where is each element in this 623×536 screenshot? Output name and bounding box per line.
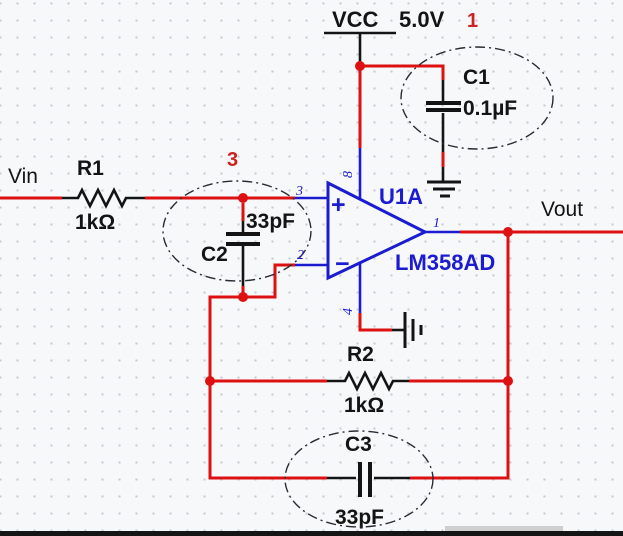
capacitor-c2[interactable]: 33pF C2 (201, 210, 295, 286)
junction-output (503, 227, 513, 237)
capacitor-c3-value: 33pF (335, 506, 384, 529)
capacitor-c1[interactable]: C1 0.1µF (426, 66, 517, 152)
capacitor-c3-ref: C3 (345, 433, 372, 456)
vout-net-label: Vout (541, 198, 583, 221)
pin4-number: 4 (341, 308, 356, 315)
vcc-net-label: VCC (332, 7, 379, 32)
capacitor-c3[interactable]: C3 33pF (327, 433, 410, 529)
opamp-plus-sign: + (331, 191, 346, 219)
wire-pin4-to-ground[interactable] (358, 313, 392, 332)
callout-ellipse-c2 (162, 180, 312, 282)
ground-symbol-c1[interactable] (427, 167, 461, 198)
wire-feedback-left (208, 295, 327, 480)
pin8-number: 8 (341, 171, 356, 178)
wire-step-to-pin2 (243, 263, 295, 299)
bottom-edge-bar (0, 531, 623, 536)
bottom-edge-gray-wedge (445, 526, 563, 531)
vcc-rail[interactable]: VCC 5.0V (324, 7, 445, 62)
opamp-minus-sign: − (335, 250, 350, 278)
junction-r2-right (503, 376, 513, 386)
resistor-r1-value: 1kΩ (75, 211, 115, 234)
opamp-triangle (326, 180, 429, 281)
capacitor-c1-ref: C1 (463, 66, 490, 89)
resistor-r1[interactable]: R1 1kΩ (62, 157, 145, 234)
wire-net-output[interactable] (409, 230, 623, 480)
callout-number-3: 3 (227, 149, 238, 171)
callout-ellipse-c1 (400, 46, 554, 150)
resistor-r2-ref: R2 (347, 343, 374, 366)
opamp-ref: U1A (379, 184, 423, 209)
pin3-number: 3 (295, 184, 303, 199)
wire-net-inverting[interactable] (208, 203, 327, 480)
pin2-number: 2 (297, 248, 304, 263)
resistor-r1-ref: R1 (77, 157, 104, 180)
junction-input-c2 (238, 193, 248, 203)
wire-vcc-to-c1 (360, 64, 445, 80)
vin-net-label: Vin (8, 165, 38, 188)
junction-r2-left (205, 376, 215, 386)
junction-vcc (355, 61, 365, 71)
resistor-r2-symbol (327, 370, 409, 392)
wire-feedback-right (410, 232, 510, 480)
callout-ellipse-c3 (284, 430, 434, 528)
capacitor-c1-value: 0.1µF (463, 97, 517, 120)
vcc-voltage-label: 5.0V (399, 7, 445, 32)
resistor-r2[interactable]: R2 1kΩ (327, 343, 409, 417)
junction-c2-feedback (238, 292, 248, 302)
capacitor-c2-value: 33pF (246, 210, 295, 233)
pin1-number: 1 (433, 216, 440, 231)
resistor-r1-symbol (62, 187, 145, 209)
opamp-part-number: LM358AD (395, 250, 495, 275)
opamp-u1a[interactable]: + − 3 2 1 8 4 U1A LM358AD (295, 148, 495, 315)
resistor-r2-value: 1kΩ (344, 394, 384, 417)
wire-net-vcc[interactable] (358, 62, 445, 148)
callout-number-1: 1 (467, 10, 478, 32)
ground-symbol-pin4[interactable] (392, 312, 423, 348)
capacitor-c2-ref: C2 (201, 243, 228, 266)
